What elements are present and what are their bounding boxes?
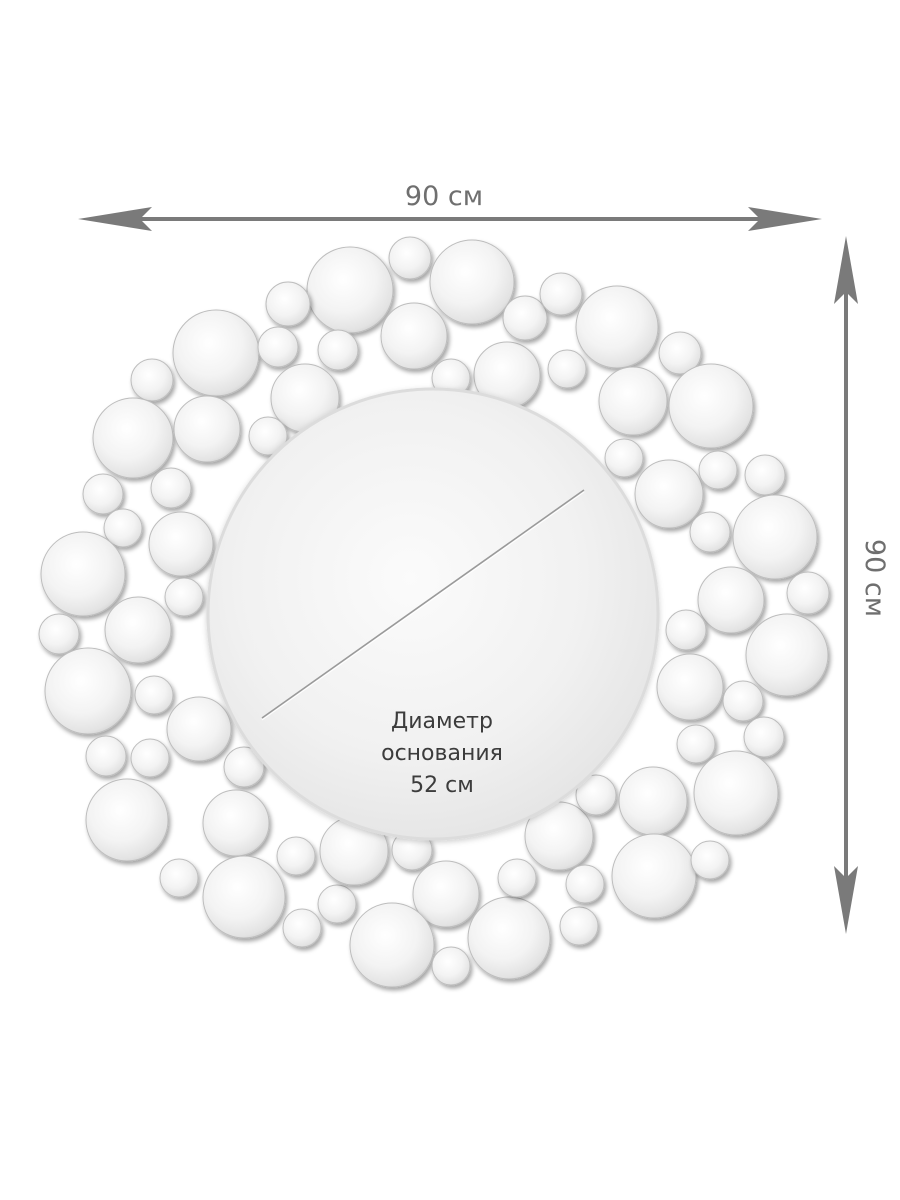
mirror-bubble bbox=[429, 239, 515, 325]
mirror-bubble bbox=[604, 438, 644, 478]
height-dimension: 90 см bbox=[834, 236, 890, 934]
mirror-bubble bbox=[134, 675, 174, 715]
mirror-bubble bbox=[172, 309, 260, 397]
mirror-bubble bbox=[693, 750, 779, 836]
base-label-line-3: 52 см bbox=[410, 773, 474, 798]
mirror-bubble bbox=[166, 696, 232, 762]
width-arrow-right-head bbox=[748, 207, 822, 231]
mirror-bubble bbox=[380, 302, 448, 370]
mirror-bubble bbox=[575, 774, 617, 816]
width-label: 90 см bbox=[405, 181, 483, 212]
mirror-bubble bbox=[223, 746, 265, 788]
mirror-bubble bbox=[388, 236, 432, 280]
mirror-bubble bbox=[665, 609, 707, 651]
mirror-bubble bbox=[497, 858, 537, 898]
mirror-bubble bbox=[257, 326, 299, 368]
mirror-bubble bbox=[658, 331, 702, 375]
mirror-bubble bbox=[559, 906, 599, 946]
mirror-bubble bbox=[159, 858, 199, 898]
mirror-bubble bbox=[317, 884, 357, 924]
width-dimension: 90 см bbox=[78, 181, 822, 231]
mirror-bubble bbox=[130, 738, 170, 778]
mirror-bubble bbox=[40, 531, 126, 617]
mirror-bubble bbox=[502, 295, 548, 341]
mirror-bubble bbox=[85, 735, 127, 777]
mirror-bubble bbox=[202, 789, 270, 857]
bubble-frame bbox=[38, 236, 830, 988]
diameter-line bbox=[261, 489, 585, 719]
mirror-bubble bbox=[689, 511, 731, 553]
mirror-bubble bbox=[634, 459, 704, 529]
height-label: 90 см bbox=[859, 539, 890, 617]
mirror-bubble bbox=[676, 724, 716, 764]
mirror-bubble bbox=[150, 467, 192, 509]
mirror-bubble bbox=[744, 454, 786, 496]
mirror-bubble bbox=[412, 860, 480, 928]
mirror-bubble bbox=[698, 450, 738, 490]
mirror-bubble bbox=[431, 946, 471, 986]
diameter-line-highlight bbox=[261, 491, 585, 721]
width-arrow-left-head bbox=[78, 207, 152, 231]
mirror-bubble bbox=[130, 358, 174, 402]
height-arrow-top-head bbox=[834, 236, 858, 304]
mirror-bubble bbox=[103, 508, 143, 548]
mirror-bubble bbox=[349, 902, 435, 988]
base-mirror bbox=[206, 387, 660, 841]
mirror-bubble bbox=[202, 855, 286, 939]
mirror-bubble bbox=[276, 836, 316, 876]
mirror-bubble bbox=[44, 647, 132, 735]
mirror-bubble bbox=[565, 864, 605, 904]
base-diameter-label: Диаметр основания 52 см bbox=[330, 706, 554, 802]
mirror-bubble bbox=[611, 833, 697, 919]
mirror-bubble bbox=[85, 778, 169, 862]
mirror-bubble bbox=[317, 329, 359, 371]
mirror-bubble bbox=[547, 349, 587, 389]
mirror-bubble bbox=[668, 363, 754, 449]
mirror-bubble bbox=[173, 395, 241, 463]
mirror-bubble bbox=[575, 285, 659, 369]
mirror-bubble bbox=[722, 680, 764, 722]
mirror-bubble bbox=[743, 716, 785, 758]
base-mirror-circle bbox=[206, 387, 660, 841]
mirror-bubble bbox=[786, 571, 830, 615]
mirror-bubble bbox=[732, 494, 818, 580]
mirror-bubble bbox=[467, 896, 551, 980]
mirror-bubble bbox=[82, 473, 124, 515]
mirror-bubble bbox=[282, 908, 322, 948]
mirror-bubble bbox=[306, 246, 394, 334]
base-label-line-2: основания bbox=[381, 741, 503, 766]
height-arrow-bottom-head bbox=[834, 866, 858, 934]
mirror-bubble bbox=[148, 511, 214, 577]
mirror-bubble bbox=[618, 766, 688, 836]
mirror-bubble bbox=[38, 613, 80, 655]
mirror-bubble bbox=[539, 272, 583, 316]
mirror-bubble bbox=[164, 577, 204, 617]
mirror-bubble bbox=[248, 416, 288, 456]
mirror-bubble bbox=[265, 281, 311, 327]
mirror-bubble bbox=[92, 397, 174, 479]
mirror-bubble bbox=[697, 566, 765, 634]
mirror-bubble bbox=[656, 653, 724, 721]
mirror-bubble bbox=[598, 366, 668, 436]
mirror-bubble bbox=[104, 596, 172, 664]
mirror-bubble bbox=[745, 613, 829, 697]
base-label-line-1: Диаметр bbox=[391, 709, 493, 734]
mirror-bubble bbox=[690, 840, 730, 880]
